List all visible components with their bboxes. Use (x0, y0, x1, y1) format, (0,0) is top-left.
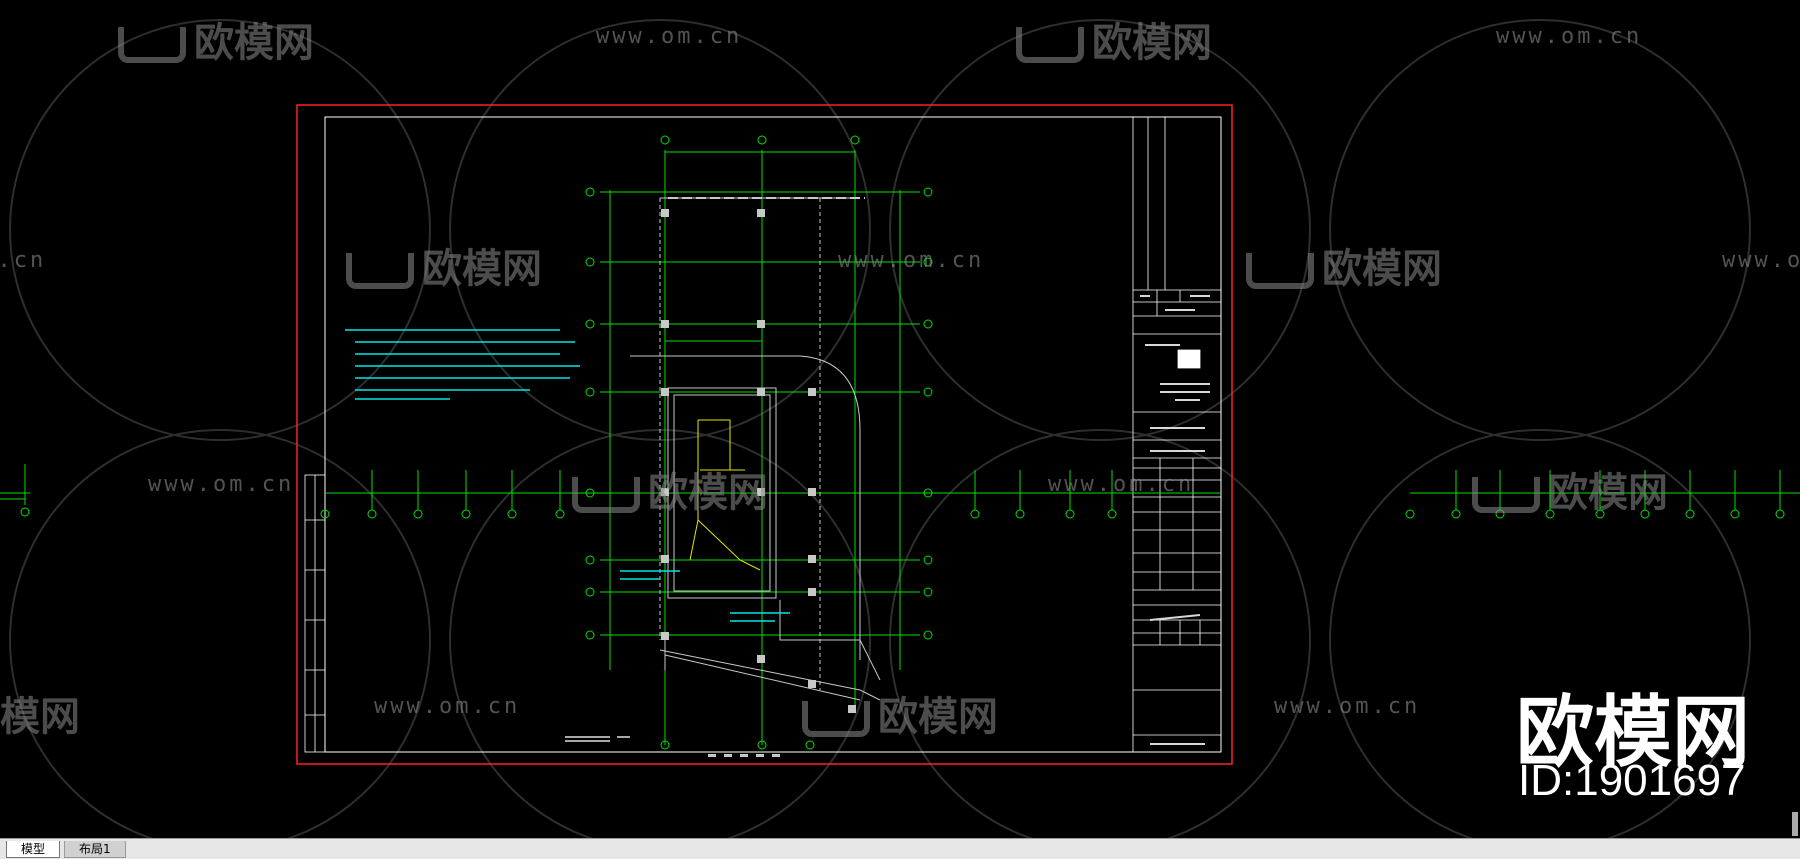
watermark-url: www.om.cn (596, 24, 743, 49)
overlay-brand: 欧模网 (1516, 688, 1751, 778)
watermark-url: www.om.cn (1496, 24, 1643, 49)
sofa-icon (802, 701, 870, 737)
sofa-icon (1472, 477, 1540, 513)
drawing-border (324, 116, 1222, 753)
watermark-brand: 欧模网 (0, 694, 80, 740)
sofa-icon (572, 477, 640, 513)
watermark-url: www.om.cn (148, 472, 295, 497)
watermark-brand: 欧模网 (878, 694, 998, 740)
sofa-icon (1016, 27, 1084, 63)
left-fragment (0, 464, 26, 500)
watermark-url: www.om.cn (1048, 472, 1195, 497)
watermark-logo: 欧模网 (1472, 460, 1668, 518)
binding-strip (304, 474, 326, 753)
watermark-logo: 欧模网 (572, 460, 768, 518)
sofa-icon (346, 253, 414, 289)
watermark-brand: 欧模网 (1548, 470, 1668, 516)
watermark-brand: 欧模网 (1092, 20, 1212, 66)
watermark-brand: 欧模网 (648, 470, 768, 516)
watermark-url: www.om.cn (838, 248, 985, 273)
watermark-brand: 欧模网 (194, 20, 314, 66)
electrical-wiring (689, 419, 761, 571)
design-notes (345, 329, 790, 622)
vertical-scrollbar-thumb[interactable] (1792, 812, 1798, 836)
watermark-circles (9, 19, 1751, 838)
sofa-icon (118, 27, 186, 63)
cad-model-space[interactable]: 欧模网 欧模网 欧模网 欧模网 欧模网 欧模网 欧模网 欧模网 www.om.c… (0, 0, 1800, 838)
sofa-icon (1246, 253, 1314, 289)
print-area-frame (296, 104, 1233, 765)
watermark-url: www.om.cn (1274, 694, 1421, 719)
cad-drawing[interactable] (0, 0, 1800, 838)
tab-layout1[interactable]: 布局1 (64, 841, 126, 858)
watermark-brand: 欧模网 (422, 246, 542, 292)
watermark-logo: 欧模网 (0, 684, 80, 742)
watermark-url: www.om.cn (0, 248, 47, 273)
tab-model[interactable]: 模型 (6, 841, 61, 858)
title-block-text-lines (1140, 295, 1210, 745)
axis-bubbles (20, 135, 1785, 750)
axis-ticks (24, 468, 1781, 510)
axis-grid (0, 150, 1800, 745)
watermark-url: www.om.cn (374, 694, 521, 719)
building-columns (661, 209, 856, 713)
scale-bar (708, 754, 780, 757)
plan-title (565, 736, 630, 742)
watermark-logo: 欧模网 (346, 236, 542, 294)
watermark-url: www.om.cn (1722, 248, 1800, 273)
watermark-logo: 欧模网 (802, 684, 998, 742)
title-block (1132, 117, 1221, 752)
watermark-brand: 欧模网 (1322, 246, 1442, 292)
watermark-logo: 欧模网 (1016, 10, 1212, 68)
overlay-id-label: ID:1901697 (1518, 756, 1746, 805)
layout-tab-bar: 模型 布局1 (0, 838, 1800, 859)
building-outline (630, 197, 881, 701)
watermark-logo: 欧模网 (1246, 236, 1442, 294)
watermark-logo: 欧模网 (118, 10, 314, 68)
